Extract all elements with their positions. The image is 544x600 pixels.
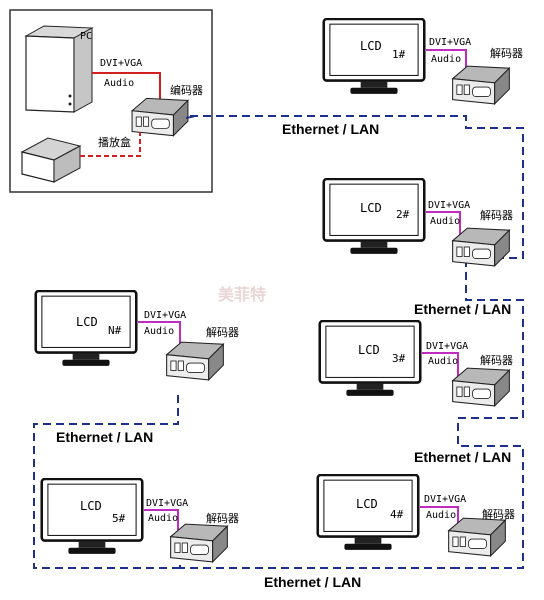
display-unit-3: LCD 3# DVI+VGA Audio 解码器: [318, 320, 513, 407]
lcd-label: LCD: [76, 315, 98, 329]
display-signal-label: DVI+VGA: [146, 498, 188, 509]
lcd-label: LCD: [80, 499, 102, 513]
watermark-text: 美菲特: [218, 285, 266, 304]
pc-signal-cable: [92, 72, 161, 102]
lan-label-2: Ethernet / LAN: [414, 301, 511, 317]
display-unit-n: LCD N# DVI+VGA Audio 解码器: [34, 290, 239, 381]
display-signal-label: DVI+VGA: [424, 494, 466, 505]
display-audio-label: Audio: [428, 356, 458, 367]
decoder-box-icon: [448, 517, 506, 557]
decoder-box-icon: [170, 523, 228, 563]
lan-cable-encoder-stub: [185, 115, 197, 119]
decoder-label: 解码器: [480, 208, 513, 222]
decoder-label: 解码器: [206, 325, 239, 339]
display-signal-cable: [422, 352, 459, 380]
lcd-label: LCD: [358, 343, 380, 357]
decoder-label: 解码器: [480, 353, 513, 367]
decoder-label: 解码器: [482, 507, 515, 521]
display-audio-label: Audio: [148, 513, 178, 524]
display-signal-cable: [426, 211, 461, 240]
lan-label-4: Ethernet / LAN: [264, 574, 361, 590]
display-audio-label: Audio: [431, 54, 461, 65]
display-unit-2: LCD 2# DVI+VGA Audio 解码器: [322, 178, 513, 267]
display-number: 4#: [390, 508, 404, 521]
lan-label-5: Ethernet / LAN: [56, 429, 153, 445]
lan-label-1: Ethernet / LAN: [282, 121, 379, 137]
lcd-label: LCD: [356, 497, 378, 511]
display-signal-label: DVI+VGA: [426, 341, 468, 352]
decoder-box-icon: [452, 367, 510, 407]
lan-label-3: Ethernet / LAN: [414, 449, 511, 465]
pc-label: PC: [80, 31, 92, 42]
display-signal-cable: [144, 509, 179, 532]
display-signal-cable: [420, 506, 459, 528]
decoder-box-icon: [452, 65, 510, 105]
player-signal-cable: [80, 132, 141, 157]
display-number: 1#: [392, 48, 406, 61]
source-audio-label: Audio: [104, 78, 134, 89]
player-label: 播放盒: [98, 135, 131, 149]
display-unit-5: LCD 5# DVI+VGA Audio 解码器: [40, 478, 239, 563]
encoder-label: 编码器: [170, 83, 203, 97]
decoder-box-icon: [452, 227, 510, 267]
encoder-box-icon: [131, 97, 189, 137]
display-number: 5#: [112, 512, 126, 525]
lan-cable: [33, 115, 524, 569]
display-number: N#: [108, 324, 122, 337]
lcd-label: LCD: [360, 39, 382, 53]
player-box-icon: [20, 137, 82, 183]
decoder-label: 解码器: [490, 46, 523, 60]
lcd-monitor-icon: [40, 478, 144, 556]
lcd-monitor-icon: [322, 18, 426, 96]
display-unit-4: LCD 4# DVI+VGA Audio 解码器: [316, 474, 515, 557]
display-signal-label: DVI+VGA: [144, 310, 186, 321]
display-audio-label: Audio: [426, 510, 456, 521]
display-signal-label: DVI+VGA: [428, 200, 470, 211]
display-audio-label: Audio: [430, 216, 460, 227]
decoder-box-icon: [166, 341, 224, 381]
source-signal-label: DVI+VGA: [100, 58, 142, 69]
decoder-label: 解码器: [206, 511, 239, 525]
display-signal-cable: [138, 321, 181, 344]
display-number: 3#: [392, 352, 406, 365]
display-signal-label: DVI+VGA: [429, 37, 471, 48]
pc-tower-icon: [24, 25, 94, 113]
display-unit-1: LCD 1# DVI+VGA Audio 解码器: [322, 18, 523, 105]
display-number: 2#: [396, 208, 410, 221]
display-audio-label: Audio: [144, 326, 174, 337]
lcd-label: LCD: [360, 201, 382, 215]
